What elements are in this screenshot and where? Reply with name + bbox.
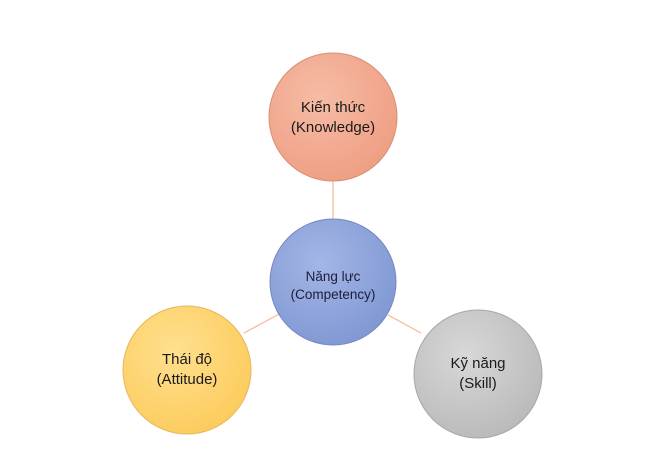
node-skill-label-2: (Skill)	[459, 375, 497, 392]
node-attitude-circle	[122, 305, 252, 435]
node-knowledge-circle	[268, 52, 398, 182]
node-attitude: Thái độ (Attitude)	[122, 305, 252, 435]
node-competency-label-1: Năng lực	[306, 269, 361, 284]
node-competency: Năng lực (Competency)	[269, 218, 397, 346]
node-competency-circle	[269, 218, 397, 346]
node-knowledge: Kiến thức (Knowledge)	[268, 52, 398, 182]
node-skill-circle	[413, 309, 543, 439]
node-competency-label-2: (Competency)	[291, 287, 376, 302]
node-skill-label-1: Kỹ năng	[450, 355, 505, 372]
node-knowledge-label-2: (Knowledge)	[291, 119, 375, 136]
connector-center-right	[387, 314, 422, 334]
node-knowledge-label-1: Kiến thức	[301, 99, 366, 116]
node-skill: Kỹ năng (Skill)	[413, 309, 543, 439]
node-attitude-label-1: Thái độ	[162, 351, 212, 368]
node-attitude-label-2: (Attitude)	[157, 371, 218, 388]
connector-center-left	[243, 311, 284, 334]
